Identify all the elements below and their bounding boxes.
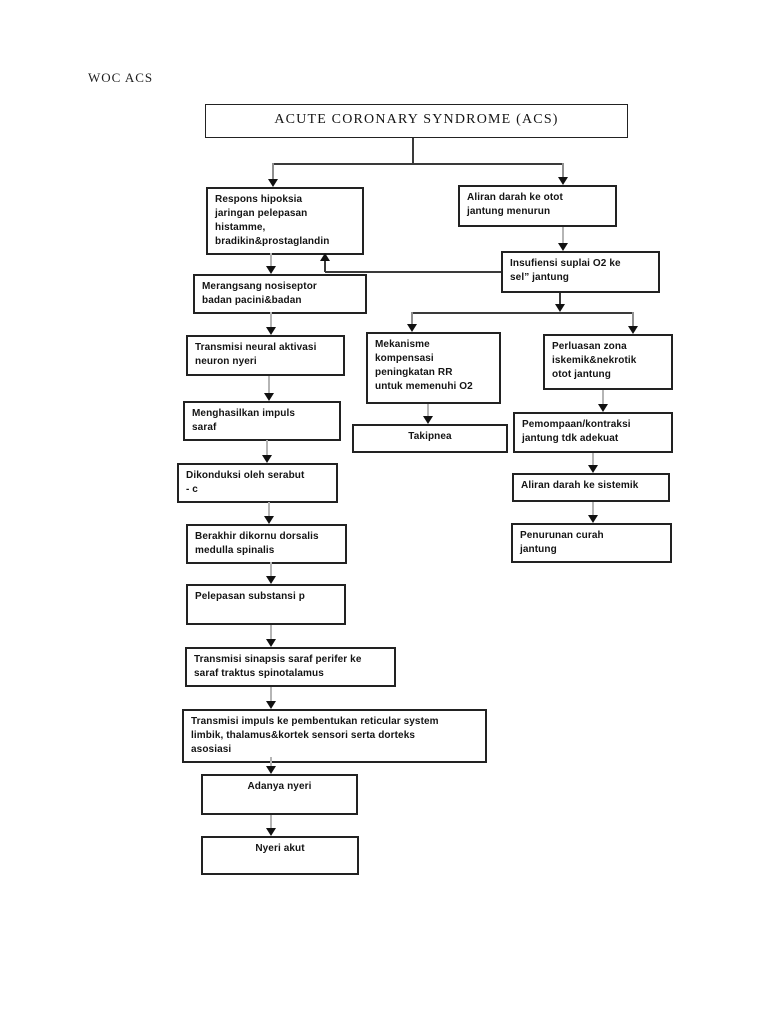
connector-stub-right [562,163,564,177]
arrowhead-to-pelepasan [266,576,276,584]
arrowhead-to-penurunan [588,515,598,523]
connector-perluasan-pemompaan [602,390,604,404]
connector-stub-mekanisme [411,312,413,324]
connector-mid-branch [412,312,634,314]
box-adanya-nyeri: Adanya nyeri [201,774,358,815]
box-pemompaan-kontraksi: Pemompaan/kontraksi jantung tdk adekuat [513,412,673,453]
connector-feedback-stem [324,259,326,272]
doc-label: WOC ACS [88,70,154,85]
box-aliran-sistemik: Aliran darah ke sistemik [512,473,670,502]
connector-stub-left [272,163,274,179]
arrowhead-to-mekanisme [407,324,417,332]
arrowhead-to-pemompaan [598,404,608,412]
box-dikonduksi-serabut: Dikonduksi oleh serabut - c [177,463,338,503]
box-merangsang-nosiseptor: Merangsang nosiseptor badan pacini&badan [193,274,367,314]
box-perluasan-zona: Perluasan zona iskemik&nekrotik otot jan… [543,334,673,390]
box-pelepasan-substansi: Pelepasan substansi p [186,584,346,625]
connector-dikonduksi-berakhir [268,502,270,516]
connector-top-branch [273,163,564,165]
box-transmisi-impuls: Transmisi impuls ke pembentukan reticula… [182,709,487,763]
arrowhead-to-takipnea [423,416,433,424]
connector-insufiensi-stem [559,293,561,304]
box-insufiensi-suplai: Insufiensi suplai O2 ke sel” jantung [501,251,660,293]
arrowhead-to-aliran-sistemik [588,465,598,473]
arrowhead-to-menghasilkan [264,393,274,401]
arrowhead-to-insufiensi [558,243,568,251]
arrowhead-onto-branch [555,304,565,312]
arrowhead-to-respons [268,179,278,187]
arrowhead-to-transmisi-impuls [266,701,276,709]
connector-adanya-nyeriakut [270,815,272,828]
arrowhead-to-transmisi-neural [266,327,276,335]
arrowhead-to-dikonduksi [262,455,272,463]
connector-aliranotot-insufiensi [562,227,564,243]
box-respons-hipoksia: Respons hipoksia jaringan pelepasan hist… [206,187,364,255]
box-menghasilkan-impuls: Menghasilkan impuls saraf [183,401,341,441]
connector-transmisi-menghasilkan [268,376,270,393]
arrowhead-into-respons-bottom [320,253,330,261]
connector-pelepasan-sinapsis [270,625,272,639]
arrowhead-to-berakhir [264,516,274,524]
arrowhead-to-perluasan [628,326,638,334]
connector-merangsang-transmisi [270,312,272,327]
box-aliran-darah-otot: Aliran darah ke otot jantung menurun [458,185,617,227]
connector-root-stem [412,138,414,164]
connector-berakhir-pelepasan [270,562,272,576]
connector-sinapsis-impuls [270,687,272,701]
connector-sistemik-penurunan [592,502,594,515]
box-berakhir-dikornu: Berakhir dikornu dorsalis medulla spinal… [186,524,347,564]
connector-pemompaan-sistemik [592,453,594,465]
connector-insufiensi-feedback [325,271,501,273]
connector-stub-perluasan [632,312,634,326]
box-penurunan-curah: Penurunan curah jantung [511,523,672,563]
box-transmisi-sinapsis: Transmisi sinapsis saraf perifer ke sara… [185,647,396,687]
box-nyeri-akut: Nyeri akut [201,836,359,875]
connector-mekanisme-takipnea [427,404,429,416]
connector-impuls-adanya [270,757,272,766]
arrowhead-to-transmisi-sinapsis [266,639,276,647]
box-acute-coronary-syndrome: ACUTE CORONARY SYNDROME (ACS) [205,104,628,138]
arrowhead-to-adanya-nyeri [266,766,276,774]
connector-menghasilkan-dikonduksi [266,440,268,455]
root-box-label: ACUTE CORONARY SYNDROME (ACS) [274,112,559,127]
connector-respons-merangsang [270,253,272,266]
box-mekanisme-kompensasi: Mekanisme kompensasi peningkatan RR untu… [366,332,501,404]
box-transmisi-neural: Transmisi neural aktivasi neuron nyeri [186,335,345,376]
arrowhead-to-nyeri-akut [266,828,276,836]
box-takipnea: Takipnea [352,424,508,453]
arrowhead-to-merangsang [266,266,276,274]
arrowhead-to-aliran-otot [558,177,568,185]
